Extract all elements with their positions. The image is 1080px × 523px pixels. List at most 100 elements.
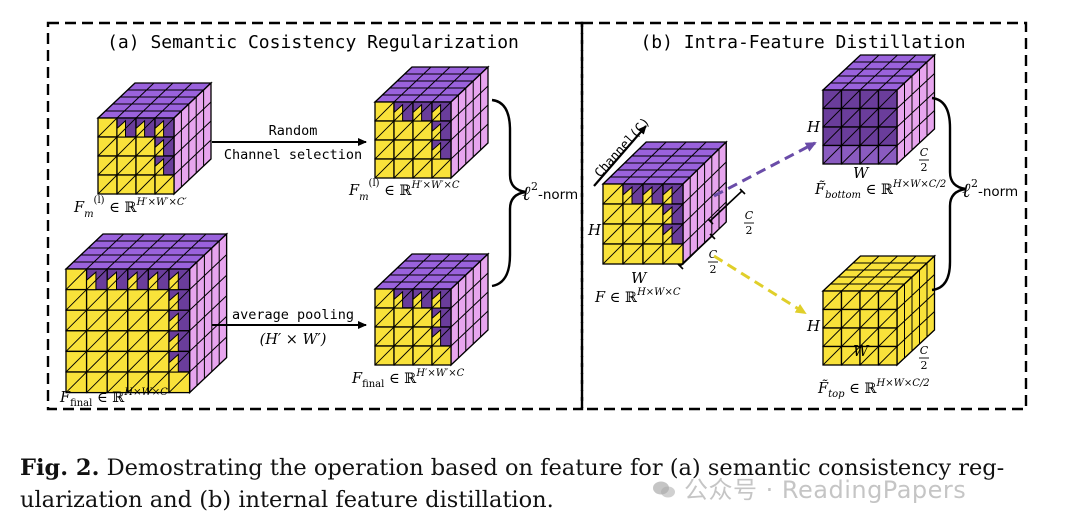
f-h-label: H <box>587 221 602 239</box>
cube-front-hatch <box>642 243 664 265</box>
cube-front-hatch <box>602 183 624 205</box>
cube-front-hatch <box>106 351 129 373</box>
cube-side-gridline <box>173 101 212 138</box>
cube-side-gridline <box>189 274 227 311</box>
panel-b-title: (b) Intra-Feature Distillation <box>640 32 965 53</box>
feature-cube-ffinal-left <box>64 232 229 395</box>
cube-top-gridline <box>393 253 432 290</box>
half-c-bracket-upper-ticks <box>707 188 746 225</box>
top-half-c-label: C 2 <box>919 344 929 372</box>
bottom-w-label: W <box>853 164 870 182</box>
cube-front-hatch <box>431 288 452 309</box>
cube-side-gridline <box>189 233 227 270</box>
svg-text:2: 2 <box>921 161 928 174</box>
cube-front-tooth <box>431 141 442 160</box>
svg-text:2: 2 <box>746 224 753 237</box>
cube-front-hatch <box>374 345 395 366</box>
svg-text:2: 2 <box>921 359 928 372</box>
cube-side-gridline <box>896 255 935 292</box>
cube-side-gridline <box>896 329 935 366</box>
cube-side-gridline <box>189 254 227 290</box>
feature-cube-f <box>601 140 728 266</box>
cube-side-gridline <box>896 274 935 310</box>
cube-front-tooth <box>662 225 673 245</box>
arrow-to-bottom <box>713 141 817 198</box>
cube-front-tooth <box>116 119 126 138</box>
cube-front-hatch <box>116 136 137 157</box>
cube-front-hatch <box>154 174 175 195</box>
cube-front-hatch <box>393 307 414 328</box>
cube-front-tooth <box>154 119 165 138</box>
cube-front-tooth <box>393 103 404 122</box>
cube-front-hatch <box>841 346 861 366</box>
cube-front-hatch <box>822 327 842 347</box>
cube-side-gridline <box>896 292 935 329</box>
cube-front-hatch <box>127 371 149 393</box>
feature-cube-top <box>821 254 937 367</box>
cube-front-hatch <box>822 346 842 366</box>
cube-front-hatch <box>859 126 879 146</box>
cube-front-hatch <box>135 174 156 195</box>
cube-front-hatch <box>662 183 684 205</box>
ffinal-right-label: Ffinal ∈ ℝH′×W′×C <box>351 368 465 390</box>
cube-side-gridline <box>189 336 227 373</box>
cube-side-gridline <box>896 110 935 146</box>
cube-front-hatch <box>841 327 861 347</box>
cube-front-hatch <box>431 326 452 347</box>
cube-front-hatch <box>412 139 433 160</box>
cube-front-hatch <box>878 126 898 146</box>
cube-front-hatch <box>168 371 190 393</box>
cube-front-hatch <box>154 155 175 176</box>
fm-right-label: Fm(l) ∈ ℝH′×W′×C <box>348 178 460 203</box>
svg-text:C: C <box>745 209 754 222</box>
cube-front-hatch <box>168 351 190 373</box>
pool-size-label: (H′ × W′) <box>260 332 327 348</box>
cube-side-gridline <box>896 54 935 91</box>
cube-front-hatch <box>878 327 898 347</box>
cube-front-tooth <box>431 309 442 328</box>
cube-front-tooth <box>168 291 179 311</box>
cube-front-hatch <box>878 290 898 310</box>
cube-front-hatch <box>431 158 452 179</box>
feature-cube-bottom <box>821 53 937 166</box>
cube-front-hatch <box>127 330 149 352</box>
cube-front-hatch <box>106 330 129 352</box>
cube-front-tooth <box>168 270 179 291</box>
cube-front-hatch <box>86 309 108 332</box>
cube-front-hatch <box>97 136 118 157</box>
cube-front-hatch <box>822 290 842 310</box>
brace-a <box>491 98 527 288</box>
cube-front-tooth <box>662 205 673 225</box>
cube-side-gridline <box>173 120 212 157</box>
cube-side-gridline <box>450 329 489 366</box>
cube-front-hatch <box>97 117 118 138</box>
cube-side-gridline <box>682 181 727 225</box>
cube-front-hatch <box>622 183 644 205</box>
cube-side-gridline <box>682 201 727 245</box>
cube-front-hatch <box>393 288 414 309</box>
cube-side-gridline <box>450 253 489 290</box>
watermark-text: 公众号 · ReadingPapers <box>684 476 967 504</box>
cube-front-hatch <box>65 330 87 352</box>
cube-front-tooth <box>642 185 653 205</box>
cube-front-hatch <box>859 89 879 109</box>
cube-front-hatch <box>841 89 861 109</box>
cube-side-gridline <box>896 128 935 165</box>
cube-top-gridline <box>65 233 104 270</box>
cube-front-hatch <box>116 155 137 176</box>
cube-top-gridline <box>878 54 917 91</box>
cube-front-tooth <box>662 185 673 205</box>
cube-front-hatch <box>154 117 175 138</box>
watermark: 公众号 · ReadingPapers <box>652 470 966 505</box>
cube-front-hatch <box>65 309 87 332</box>
channel-selection-label: Channel selection <box>224 147 362 163</box>
svg-text:Fm(l) ∈ ℝH′×W′×C: Fm(l) ∈ ℝH′×W′×C <box>348 178 460 203</box>
cube-side-gridline <box>682 141 727 185</box>
panel-a-title: (a) Semantic Cosistency Regularization <box>107 32 519 53</box>
cube-front-hatch <box>431 307 452 328</box>
svg-text:ℓ: ℓ <box>522 181 531 205</box>
cube-front-hatch <box>135 136 156 157</box>
cube-front-hatch <box>841 108 861 128</box>
top-h-label: H <box>806 317 821 335</box>
